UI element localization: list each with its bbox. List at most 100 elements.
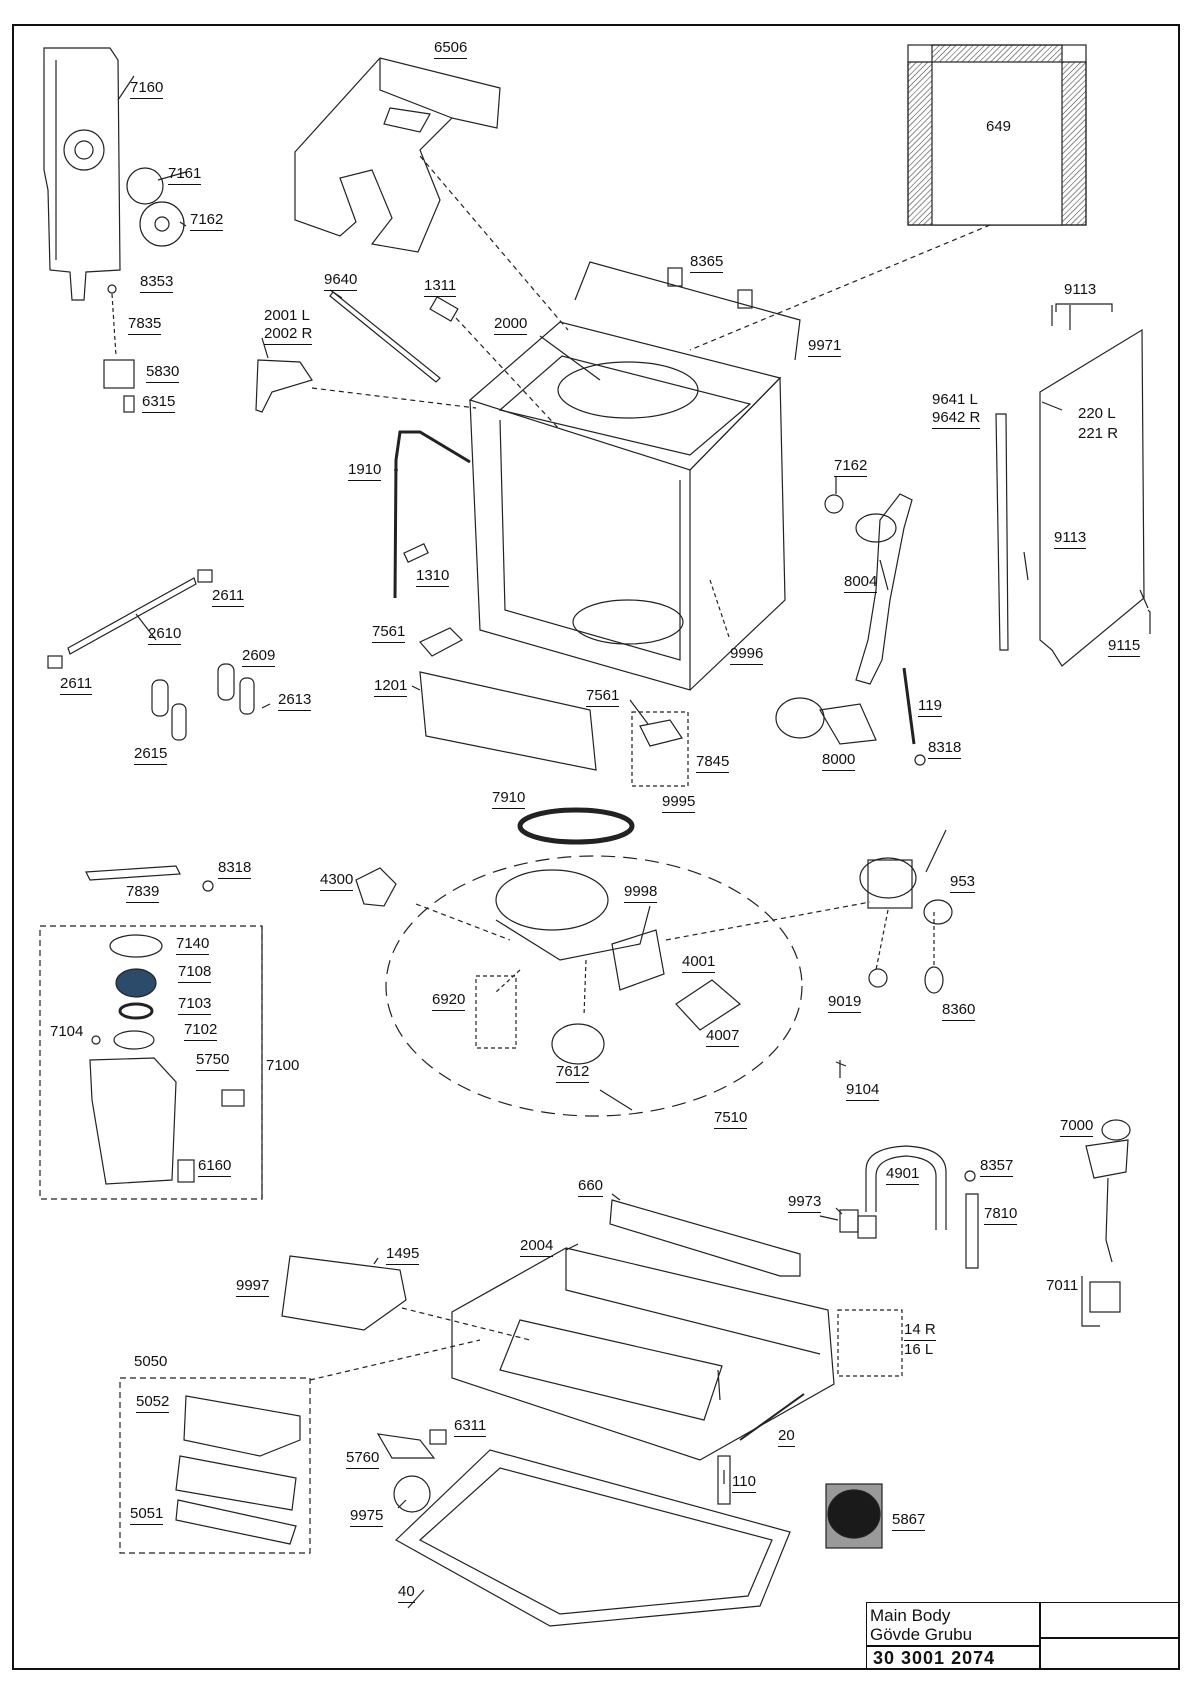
- part-7845-box: [631, 711, 689, 787]
- label-2615: 2615: [134, 746, 168, 765]
- part-group-code: 30 3001 2074: [873, 1648, 996, 1668]
- label-9996: 9996: [730, 646, 764, 665]
- label-1311: 1311: [424, 278, 457, 297]
- part-7011: [1089, 1281, 1121, 1313]
- label-8004: 8004: [844, 574, 878, 593]
- part-6315: [123, 395, 135, 413]
- label-220-l: 220 L: [1078, 405, 1116, 422]
- base-tray-inner: [418, 1467, 773, 1615]
- part-4007: [675, 979, 741, 1031]
- label-7839: 7839: [126, 884, 160, 903]
- label-8360: 8360: [942, 1002, 976, 1021]
- label-9640: 9640: [324, 272, 358, 291]
- label-2611-top: 2611: [212, 588, 245, 607]
- part-7839: [85, 865, 181, 881]
- label-660: 660: [578, 1178, 604, 1197]
- label-6506: 6506: [434, 40, 468, 59]
- label-2610: 2610: [148, 626, 182, 645]
- label-8365: 8365: [690, 254, 724, 273]
- label-5750: 5750: [196, 1052, 230, 1071]
- part-2615: [151, 679, 169, 717]
- label-7561-lower: 7561: [586, 688, 620, 707]
- bracket-lines: [261, 303, 1151, 1327]
- label-1201: 1201: [374, 678, 408, 697]
- ring-7103: [118, 1002, 154, 1020]
- drawing-frame: [12, 24, 1180, 1670]
- sensor-4300: [355, 867, 397, 907]
- label-7810: 7810: [984, 1206, 1018, 1225]
- label-2000: 2000: [494, 316, 528, 335]
- part-2609b: [239, 677, 255, 715]
- leader-lines: [111, 75, 1149, 1609]
- label-16-l: 16 L: [904, 1341, 934, 1358]
- label-9997: 9997: [236, 1278, 270, 1297]
- label-8000: 8000: [822, 752, 856, 771]
- ring-7162b: [824, 494, 844, 514]
- part-119: [902, 667, 916, 745]
- ring-8004: [855, 513, 897, 543]
- part-7104: [91, 1035, 101, 1045]
- title-divider-code: [867, 1645, 1039, 1647]
- pipe-8004: [855, 493, 913, 685]
- gasket-7910: [517, 807, 635, 845]
- label-8357: 8357: [980, 1158, 1014, 1177]
- label-9971: 9971: [808, 338, 842, 357]
- part-5760: [376, 1433, 436, 1459]
- ring-7102: [113, 1030, 155, 1050]
- part-14R-box: [837, 1309, 903, 1377]
- part-7561-upper: [419, 627, 463, 657]
- insulation-cover-part: [294, 57, 501, 253]
- label-9973: 9973: [788, 1194, 822, 1213]
- strip-9640: [329, 291, 441, 383]
- label-7162-right: 7162: [834, 458, 868, 477]
- sump-group-outline: [385, 855, 803, 1117]
- part-8353: [107, 284, 117, 294]
- clamp-8360: [924, 966, 944, 994]
- valve-5750: [221, 1089, 245, 1107]
- valve-5830: [103, 359, 135, 389]
- label-8318-top: 8318: [928, 740, 962, 759]
- label-6160: 6160: [198, 1158, 232, 1177]
- label-7910: 7910: [492, 790, 526, 809]
- label-5760: 5760: [346, 1450, 380, 1469]
- label-5867: 5867: [892, 1512, 926, 1531]
- disc-5867: [827, 1489, 881, 1539]
- label-2613: 2613: [278, 692, 312, 711]
- part-9973: [839, 1209, 859, 1233]
- label-5052: 5052: [136, 1394, 170, 1413]
- label-7510: 7510: [714, 1110, 748, 1129]
- profile-9641: [995, 413, 1009, 651]
- insulation-660: [609, 1199, 801, 1277]
- drain-pump-8000: [775, 697, 877, 745]
- label-8353: 8353: [140, 274, 174, 293]
- label-1310: 1310: [416, 568, 450, 587]
- title-divider-vertical: [1039, 1603, 1041, 1668]
- part-2613: [261, 703, 271, 709]
- label-9642-r: 9642 R: [932, 410, 981, 429]
- label-1910: 1910: [348, 462, 382, 481]
- hose-1910: [393, 430, 471, 599]
- part-1311: [429, 296, 459, 322]
- label-221-r: 221 R: [1078, 425, 1119, 442]
- clip-2611-top: [197, 569, 213, 583]
- screw-9104: [835, 1060, 847, 1078]
- housing-5051: [175, 1499, 297, 1545]
- label-7612: 7612: [556, 1064, 590, 1083]
- cover-5052: [183, 1395, 301, 1457]
- side-panel-220: [1039, 328, 1145, 667]
- label-2002-r: 2002 R: [264, 326, 313, 345]
- filter-9975: [393, 1475, 431, 1513]
- label-8318-left: 8318: [218, 860, 252, 879]
- label-7140: 7140: [176, 936, 210, 955]
- part-7561-lower: [639, 719, 683, 747]
- label-7160: 7160: [130, 80, 164, 99]
- label-4300: 4300: [320, 872, 354, 891]
- power-cable-4901: [857, 1145, 947, 1239]
- label-7103: 7103: [178, 996, 212, 1015]
- label-5051: 5051: [130, 1506, 164, 1525]
- label-9113-mid: 9113: [1054, 530, 1087, 549]
- label-6920: 6920: [432, 992, 466, 1011]
- part-6920-box: [475, 975, 517, 1049]
- label-119: 119: [918, 698, 942, 717]
